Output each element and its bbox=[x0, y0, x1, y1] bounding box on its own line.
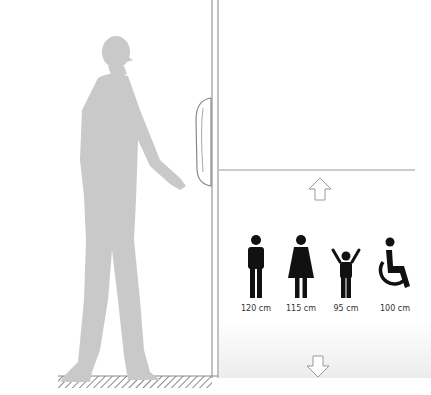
man-icon bbox=[248, 235, 264, 298]
woman-icon bbox=[288, 235, 314, 298]
floor-band bbox=[219, 320, 431, 378]
child-icon bbox=[333, 250, 359, 298]
down-arrow bbox=[307, 356, 329, 377]
hand-dryer bbox=[196, 98, 211, 186]
wheelchair-icon bbox=[380, 238, 410, 289]
height-label: 95 cm bbox=[334, 304, 359, 314]
wall-line bbox=[211, 0, 212, 378]
up-arrow bbox=[309, 178, 331, 200]
height-label: 120 cm bbox=[241, 304, 271, 314]
height-label: 115 cm bbox=[286, 304, 316, 314]
height-label: 100 cm bbox=[380, 304, 410, 314]
height-line bbox=[219, 170, 415, 171]
person-silhouette bbox=[60, 36, 186, 382]
wall-line bbox=[217, 0, 218, 378]
